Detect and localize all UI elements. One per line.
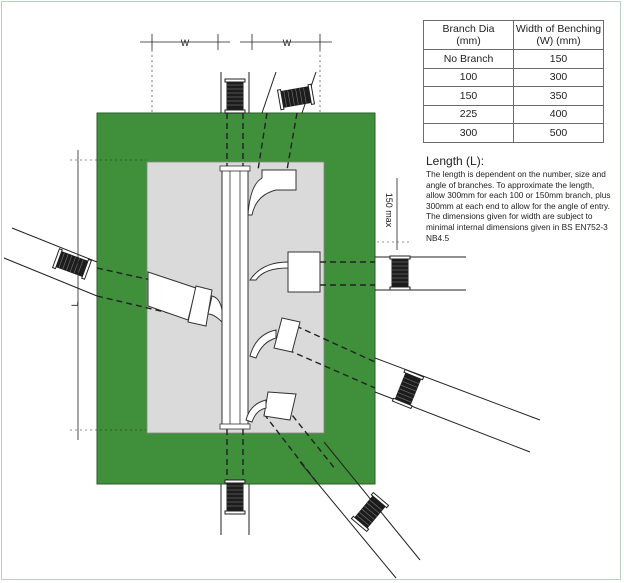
table-header-bench-width: Width of Benching (W) (mm) xyxy=(513,20,604,50)
branch-pipe-left xyxy=(3,227,223,327)
header-line: Width of Benching xyxy=(515,23,602,35)
inlet-pipe-top xyxy=(220,72,250,166)
table-cell: 225 xyxy=(423,104,514,124)
branch-pipe-top-right xyxy=(247,71,317,216)
header-line: (W) (mm) xyxy=(536,35,581,47)
outlet-pipe-bottom xyxy=(220,429,250,535)
table-row: No Branch 150 xyxy=(423,49,604,69)
notes-title: Length (L): xyxy=(426,154,485,168)
dimension-length xyxy=(70,150,146,440)
table-cell: 350 xyxy=(513,86,604,106)
table-row: 300 500 xyxy=(423,123,604,143)
table-cell: 400 xyxy=(513,104,604,124)
w-left-label: W xyxy=(181,38,190,48)
branch-pipe-right xyxy=(249,251,466,293)
table-cell: 300 xyxy=(423,123,514,143)
dimension-w-right xyxy=(240,34,332,112)
length-notes: Length (L): The length is dependent on t… xyxy=(426,154,611,243)
table-header-row: Branch Dia (mm) Width of Benching (W) (m… xyxy=(423,20,604,50)
table-row: 225 400 xyxy=(423,104,604,124)
table-header-branch-dia: Branch Dia (mm) xyxy=(423,20,514,50)
branch-pipe-lower-right xyxy=(249,317,541,453)
benching-width-table: Branch Dia (mm) Width of Benching (W) (m… xyxy=(423,20,604,143)
table-row: 100 300 xyxy=(423,67,604,87)
w-right-label: W xyxy=(283,38,292,48)
table-cell: 500 xyxy=(513,123,604,143)
table-cell: 100 xyxy=(423,67,514,87)
notes-body: The length is dependent on the number, s… xyxy=(426,169,611,243)
main-channel xyxy=(219,165,251,430)
dimension-150-max xyxy=(377,178,410,250)
table-cell: No Branch xyxy=(423,49,514,69)
table-cell: 300 xyxy=(513,67,604,87)
branch-pipe-bottom-right xyxy=(245,391,421,579)
table-cell: 150 xyxy=(513,49,604,69)
table-cell: 150 xyxy=(423,86,514,106)
table-row: 150 350 xyxy=(423,86,604,106)
header-line: (mm) xyxy=(456,35,481,47)
max-dim-label: 150 max xyxy=(384,193,394,228)
length-label: L xyxy=(70,301,80,306)
header-line: Branch Dia xyxy=(442,23,495,35)
dimension-w-left xyxy=(140,34,230,112)
